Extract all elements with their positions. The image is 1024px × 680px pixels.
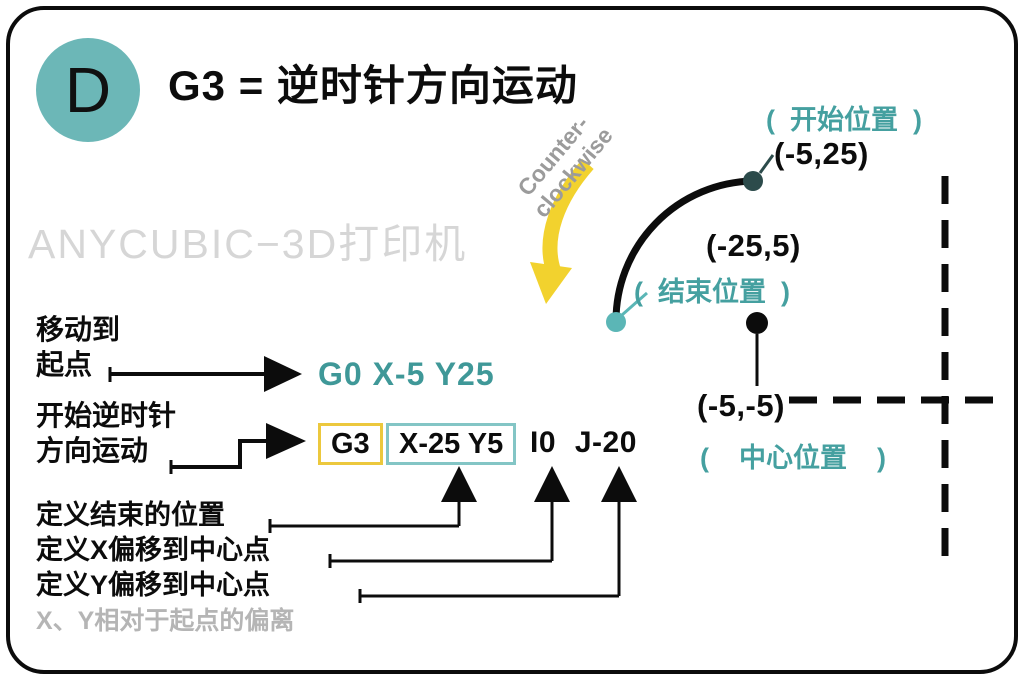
end-position-label: ( 结束位置 ) [634, 277, 790, 307]
note-end-position: 定义结束的位置 [36, 500, 225, 530]
page-title: G3 = 逆时针方向运动 [168, 62, 578, 109]
start-position-label: ( 开始位置 ) [766, 105, 922, 135]
center-position-label: ( 中心位置 ) [700, 443, 886, 473]
end-point-dot [606, 312, 626, 332]
start-leader-line [758, 154, 775, 174]
center-point-dot [746, 312, 768, 334]
gcode-g3-box: G3 [318, 423, 383, 465]
section-badge-letter: D [64, 54, 112, 126]
start-ccw-label: 开始逆时针 方向运动 [36, 400, 177, 466]
center-position-coord: (-5,-5) [697, 388, 785, 423]
move-to-start-label: 移动到 起点 [36, 314, 121, 380]
gcode-g0-line: G0 X-5 Y25 [318, 356, 495, 392]
gcode-g3-text: G3 [331, 427, 370, 460]
ccw-arrowhead-icon [266, 423, 306, 459]
end-position-coord: (-25,5) [706, 228, 801, 263]
gcode-xy-box: X-25 Y5 [386, 423, 517, 465]
yoff-arrowhead-icon [601, 466, 637, 502]
note-relative-offset: X、Y相对于起点的偏离 [36, 607, 295, 635]
endpos-arrowhead-icon [441, 466, 477, 502]
ccw-arrow-stem [171, 439, 266, 469]
start-point-dot [743, 171, 763, 191]
section-badge: D [36, 38, 140, 142]
gcode-xy-text: X-25 Y5 [399, 427, 504, 460]
note-x-offset: 定义X偏移到中心点 [36, 535, 271, 565]
gcode-ij-text: I0 J-20 [530, 426, 637, 459]
start-position-coord: (-5,25) [774, 136, 869, 171]
counter-clockwise-arrowhead-icon [530, 262, 572, 304]
watermark-text: ANYCUBIC−3D打印机 [28, 221, 468, 267]
move-arrowhead-icon [264, 356, 302, 392]
xoff-arrowhead-icon [534, 466, 570, 502]
note-y-offset: 定义Y偏移到中心点 [36, 570, 271, 600]
